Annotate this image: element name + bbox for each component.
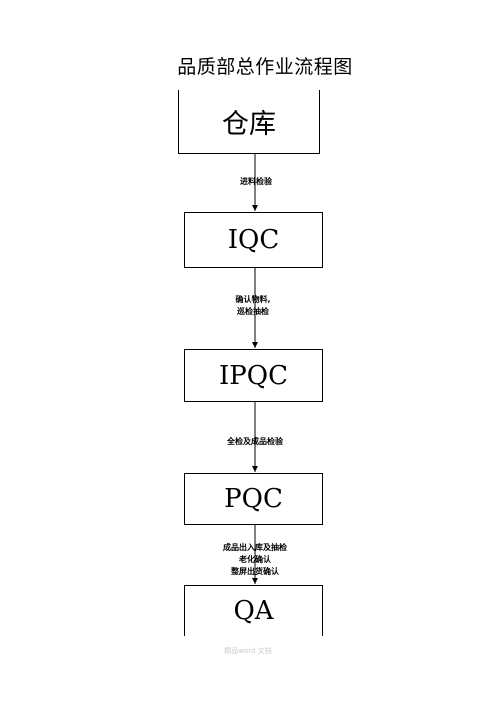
edge-label-line: 进料检验 [240, 177, 272, 186]
node-qa: QA [184, 585, 323, 636]
edge-label-incoming-inspection: 进料检验 [221, 176, 291, 188]
node-ipqc: IPQC [184, 349, 323, 402]
page-title: 品质部总作业流程图 [177, 56, 353, 78]
edge-label-full-inspection: 全检及成品检验 [210, 436, 300, 448]
edge-label-shipping-confirm: 成品出入库及抽检 老化确认 整屏出货确认 [210, 542, 300, 578]
edge-label-line: 成品出入库及抽检 [223, 543, 287, 552]
edge-label-line: 确认物料, [235, 295, 271, 304]
footer-watermark: 精品word 文档 [224, 647, 272, 655]
node-warehouse: 仓库 [178, 90, 320, 154]
node-pqc: PQC [184, 473, 323, 525]
node-iqc: IQC [184, 212, 323, 268]
edge-label-line: 整屏出货确认 [231, 567, 279, 576]
edge-label-line: 全检及成品检验 [227, 437, 283, 446]
edge-label-line: 老化确认 [239, 555, 271, 564]
edge-label-material-confirm: 确认物料, 巡检抽检 [218, 294, 288, 318]
edge-label-line: 巡检抽检 [237, 307, 269, 316]
